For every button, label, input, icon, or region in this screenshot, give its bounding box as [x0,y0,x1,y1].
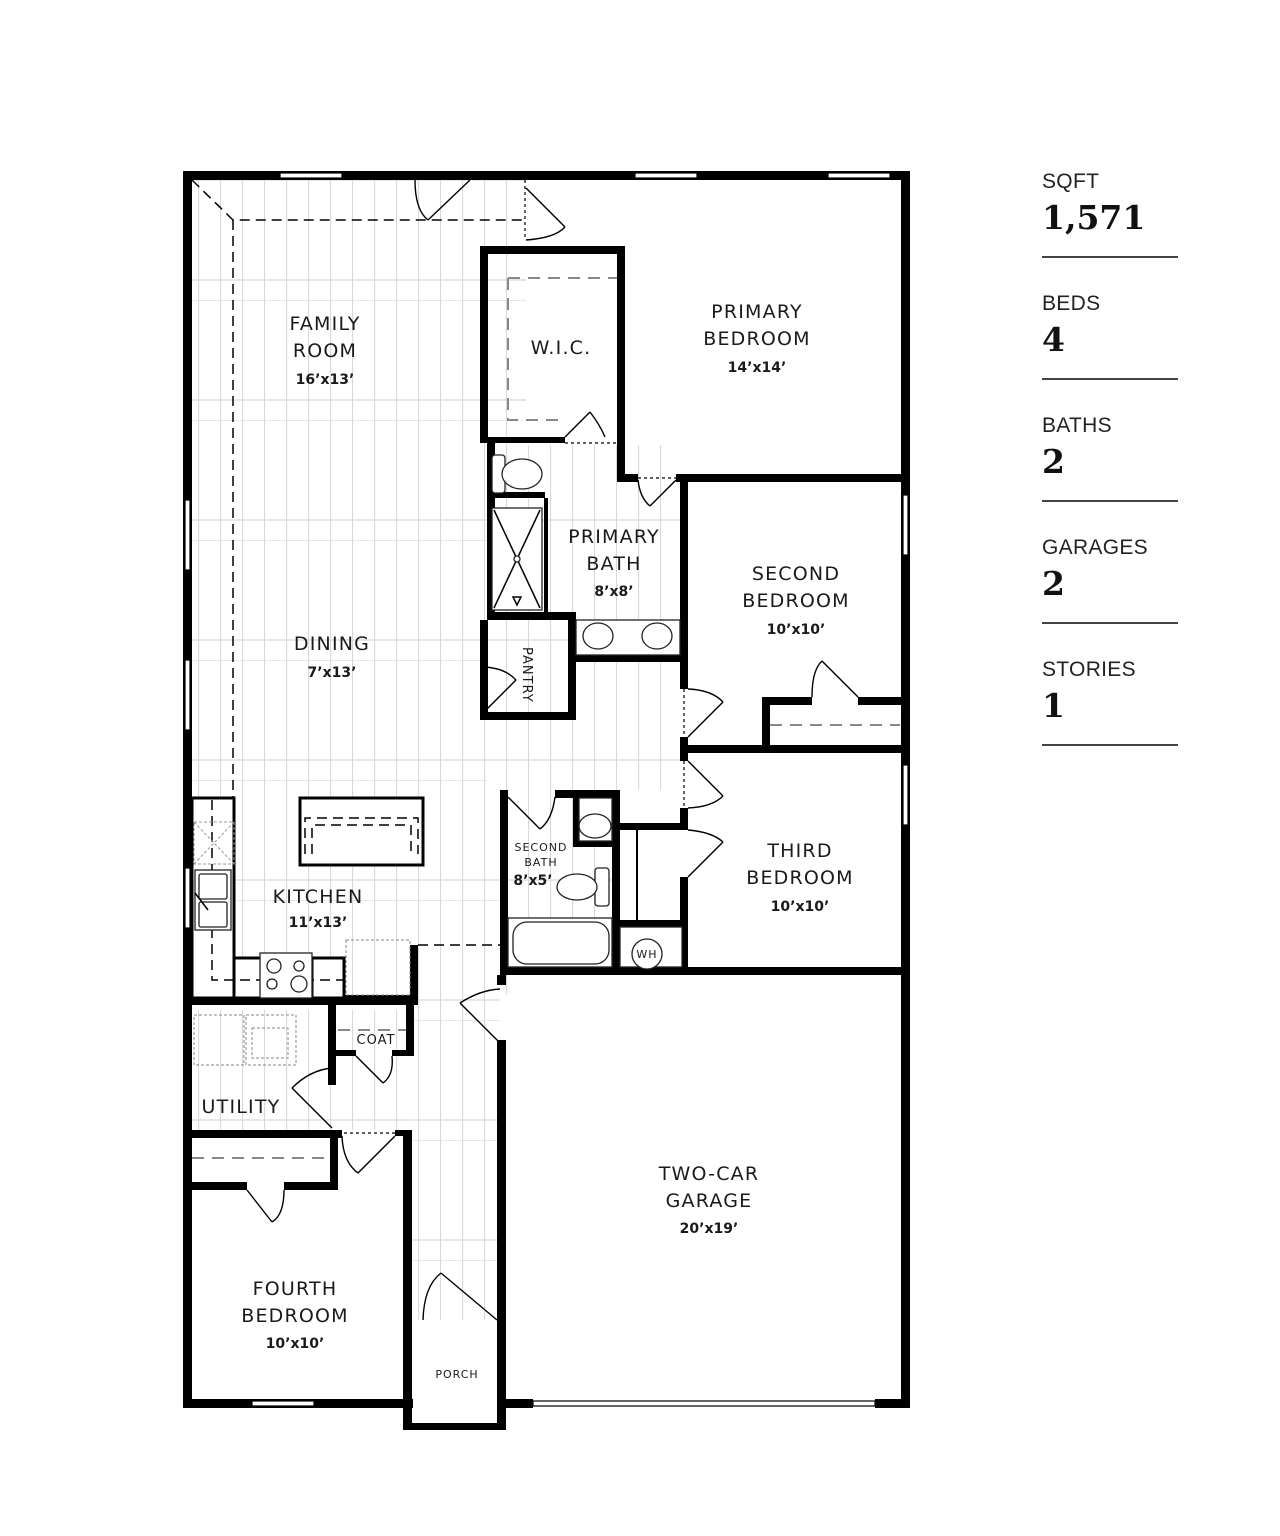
room-second-bedroom: SECOND BEDROOM 10’x10’ [742,563,850,638]
stat-value: 2 [1042,442,1065,481]
room-kitchen: KITCHEN 11’x13’ [273,886,364,931]
room-name: THIRD [766,840,832,862]
room-utility: UTILITY [202,1096,281,1118]
kitchen-island-icon [298,796,425,867]
room-water-heater: WH [636,948,657,961]
room-dining: DINING 7’x13’ [294,633,370,681]
divider [1042,500,1178,502]
windows [184,172,909,1407]
room-dimensions: 8’x5’ [513,873,552,889]
bathtub-icon [507,917,613,968]
room-dimensions: 7’x13’ [308,665,357,681]
room-dimensions: 10’x10’ [266,1336,325,1352]
room-name: UTILITY [202,1096,281,1118]
stat-value: 2 [1042,564,1065,603]
room-dimensions: 20’x19’ [680,1221,739,1237]
room-name: BEDROOM [241,1305,349,1327]
stat-label: BEDS [1042,292,1101,315]
room-primary-bedroom: PRIMARY BEDROOM 14’x14’ [703,301,811,376]
home-stats-panel: SQFT 1,571 BEDS 4 BATHS 2 GARAGES 2 STOR… [1042,170,1178,780]
room-name: KITCHEN [273,886,364,908]
room-third-bedroom: THIRD BEDROOM 10’x10’ [746,840,854,915]
room-name: ROOM [293,340,357,362]
room-name: GARAGE [666,1190,753,1212]
room-name: PRIMARY [711,301,803,323]
room-dimensions: 16’x13’ [296,372,355,388]
room-two-car-garage: TWO-CAR GARAGE 20’x19’ [658,1163,760,1237]
stat-label: GARAGES [1042,536,1148,559]
room-wic: W.I.C. [531,337,592,359]
room-name: BATH [586,553,641,575]
stat-sqft: SQFT 1,571 [1042,170,1178,292]
divider [1042,378,1178,380]
room-dimensions: 11’x13’ [289,915,348,931]
washer-dryer-icon [193,1014,297,1066]
water-heater-label: WH [636,948,657,961]
room-name: PRIMARY [568,526,660,548]
range-icon [259,952,313,999]
room-name: FAMILY [289,313,360,335]
room-name: DINING [294,633,370,655]
room-name: COAT [357,1033,396,1048]
room-name: TWO-CAR [658,1163,760,1185]
stat-label: STORIES [1042,658,1136,681]
fixtures [190,454,683,1066]
dishwasher-icon [193,821,235,865]
room-porch: PORCH [435,1368,478,1381]
room-name: FOURTH [253,1278,338,1300]
refrigerator-icon [345,939,411,996]
room-name: SECOND [515,841,568,854]
room-dimensions: 10’x10’ [771,899,830,915]
room-coat: COAT [357,1033,396,1048]
room-name: BATH [524,856,557,869]
stat-label: SQFT [1042,170,1100,193]
room-fourth-bedroom: FOURTH BEDROOM 10’x10’ [241,1278,349,1352]
stat-label: BATHS [1042,414,1112,437]
stat-value: 4 [1042,320,1065,359]
room-family-room: FAMILY ROOM 16’x13’ [289,313,360,388]
stat-stories: STORIES 1 [1042,658,1178,780]
double-vanity-icon [575,619,681,656]
interior-walls [192,246,906,1330]
divider [1042,622,1178,624]
room-name: PANTRY [519,647,534,703]
kitchen-sink-icon [194,869,232,931]
room-dimensions: 14’x14’ [728,360,787,376]
room-second-bath: SECOND BATH 8’x5’ [513,841,568,889]
stat-value: 1 [1042,686,1065,725]
stat-garages: GARAGES 2 [1042,536,1178,658]
water-heater-icon [619,926,683,970]
room-pantry: PANTRY [519,647,534,703]
toilet-icon [491,454,543,494]
room-name: SECOND [752,563,840,585]
room-primary-bath: PRIMARY BATH 8’x8’ [568,526,660,600]
shower-icon [491,507,543,611]
stat-value: 1,571 [1042,198,1146,237]
toilet-icon [556,867,610,907]
room-dimensions: 10’x10’ [767,622,826,638]
divider [1042,744,1178,746]
room-name: PORCH [435,1368,478,1381]
stat-beds: BEDS 4 [1042,292,1178,414]
room-name: BEDROOM [746,867,854,889]
stat-baths: BATHS 2 [1042,414,1178,536]
room-name: W.I.C. [531,337,592,359]
doors [246,179,859,1321]
plank-flooring [191,180,682,1320]
room-name: BEDROOM [703,328,811,350]
room-name: BEDROOM [742,590,850,612]
divider [1042,256,1178,258]
room-dimensions: 8’x8’ [594,584,633,600]
sink-icon [578,797,613,842]
